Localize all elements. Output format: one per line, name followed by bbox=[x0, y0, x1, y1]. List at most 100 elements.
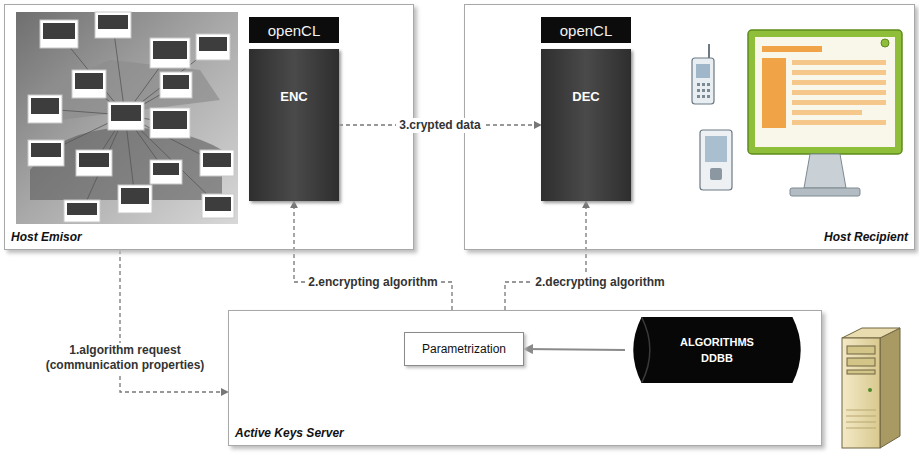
device-icons bbox=[762, 46, 822, 128]
edge-label: 2.encrypting algorithm bbox=[305, 275, 440, 290]
vehicle-collage bbox=[72, 70, 106, 98]
server-icon bbox=[847, 358, 875, 366]
host-box: Host Recipient openCL DEC bbox=[464, 4, 915, 250]
platform-tag: openCL bbox=[249, 17, 339, 43]
vehicle-collage bbox=[98, 15, 128, 29]
vehicle-collage bbox=[108, 102, 144, 130]
box-title: Host Recipient bbox=[824, 230, 908, 244]
edge-label: 3.crypted data bbox=[396, 118, 483, 133]
node-label: openCL bbox=[560, 22, 613, 39]
device-icons bbox=[696, 64, 710, 78]
device-icons bbox=[707, 95, 710, 98]
edge-label: 1.algorithm request (communication prope… bbox=[29, 343, 221, 373]
database-outline bbox=[633, 317, 800, 383]
host-box: Host Emisor openCL ENC bbox=[4, 4, 414, 250]
vehicle-collage bbox=[28, 95, 62, 123]
vehicle-collage bbox=[28, 12, 234, 222]
server-icon bbox=[846, 428, 876, 429]
box-title: Host Emisor bbox=[11, 230, 82, 244]
device-icons bbox=[792, 60, 886, 125]
server-icon bbox=[868, 388, 872, 392]
vehicle-collage bbox=[95, 12, 131, 38]
server-icon bbox=[846, 410, 876, 411]
server-icon bbox=[846, 416, 876, 417]
device-icons bbox=[702, 83, 705, 86]
dashed-connector bbox=[505, 201, 586, 310]
vehicle-collage bbox=[31, 15, 231, 215]
vehicle-collage bbox=[31, 143, 61, 157]
vehicle-collage bbox=[64, 200, 100, 222]
flow-arrow bbox=[524, 349, 625, 350]
server-icon bbox=[842, 338, 880, 448]
vehicle-collage bbox=[76, 150, 112, 176]
server-icon bbox=[842, 328, 900, 448]
vehicle-collage bbox=[43, 23, 75, 39]
device-icons bbox=[697, 89, 700, 92]
vehicle-collage bbox=[40, 20, 78, 48]
vehicle-collage bbox=[150, 108, 190, 138]
node-label: DEC bbox=[572, 89, 599, 104]
vehicle-collage bbox=[75, 73, 103, 89]
device-icons bbox=[692, 58, 714, 104]
vehicle-collage bbox=[31, 98, 59, 114]
node-label: Parametrization bbox=[422, 342, 506, 356]
vehicle-collage bbox=[111, 105, 141, 121]
vehicle-collage bbox=[153, 41, 187, 59]
process-box: Parametrization bbox=[404, 332, 524, 366]
device-icons bbox=[707, 89, 710, 92]
server-icon bbox=[847, 370, 875, 374]
device-icons bbox=[792, 70, 886, 75]
server-icon bbox=[847, 346, 875, 374]
vehicle-collage bbox=[16, 12, 238, 224]
edge-label: 2.decrypting algorithm bbox=[532, 275, 667, 290]
vehicle-collage bbox=[203, 153, 231, 167]
node-label: ALGORITHMS DDBB bbox=[669, 334, 765, 367]
device-icons bbox=[792, 90, 886, 95]
database-shape: ALGORITHMS DDBB bbox=[625, 317, 809, 383]
device-icons bbox=[708, 44, 710, 58]
device-icons bbox=[702, 95, 705, 98]
vehicle-collage bbox=[150, 160, 182, 184]
vehicle-collage bbox=[196, 34, 230, 60]
database-outline bbox=[625, 317, 809, 383]
device-icons bbox=[702, 89, 705, 92]
device-icons bbox=[792, 100, 886, 105]
server-icon bbox=[846, 410, 876, 428]
server-box: Active Keys ServerParametrizationALGORIT… bbox=[228, 310, 822, 446]
device-icons bbox=[792, 120, 886, 125]
node-label: openCL bbox=[268, 22, 321, 39]
device-icons bbox=[792, 60, 886, 65]
device-icons bbox=[697, 95, 700, 98]
database-outline bbox=[642, 317, 650, 383]
device-icons bbox=[707, 83, 710, 86]
device-icons bbox=[792, 110, 862, 115]
device-icons bbox=[697, 83, 710, 98]
server-icon bbox=[842, 328, 900, 338]
device-icons bbox=[710, 168, 722, 180]
vehicle-collage bbox=[67, 203, 97, 215]
vehicle-collage bbox=[200, 150, 234, 176]
vehicle-collage bbox=[28, 140, 64, 166]
server-icon bbox=[880, 328, 900, 448]
device-icons bbox=[792, 80, 886, 85]
vehicle-collage bbox=[45, 25, 219, 211]
device-icons bbox=[762, 46, 822, 52]
device-icons bbox=[697, 83, 700, 86]
vehicle-collage bbox=[40, 60, 220, 120]
device-icons bbox=[705, 136, 727, 162]
dashed-connector bbox=[294, 201, 452, 310]
device-icons bbox=[748, 30, 902, 154]
device-icons bbox=[881, 39, 889, 47]
device-icons bbox=[804, 154, 846, 188]
device-icons bbox=[762, 58, 786, 128]
vehicle-collage bbox=[16, 12, 238, 224]
encoder-block: ENC bbox=[249, 49, 339, 201]
vehicle-collage bbox=[79, 153, 109, 167]
vehicle-collage bbox=[121, 188, 149, 204]
node-label: ENC bbox=[280, 89, 307, 104]
server-icon bbox=[847, 346, 875, 354]
device-icons bbox=[692, 30, 902, 196]
